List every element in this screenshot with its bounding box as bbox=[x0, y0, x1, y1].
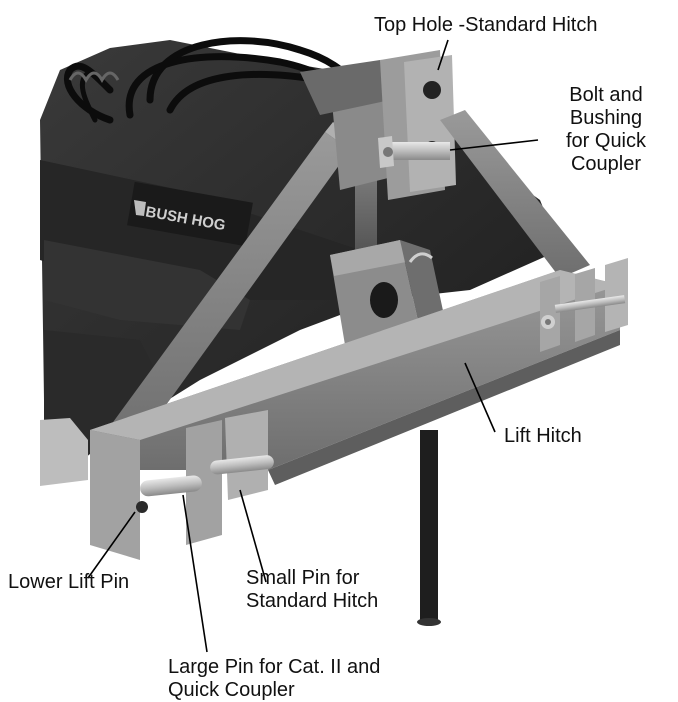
left-clevis bbox=[90, 410, 268, 560]
bolt-bushing-line-1: Bolt and bbox=[569, 84, 643, 106]
lower-lift-pins bbox=[140, 455, 274, 497]
small-pin-line-2: Standard Hitch bbox=[246, 590, 379, 612]
lift-hitch-bar bbox=[90, 270, 620, 485]
receiver-box bbox=[330, 240, 445, 345]
bolt-bushing-label: Bolt and Bushing for Quick Coupler bbox=[540, 84, 672, 176]
lower-lift-pin-label-text: Lower Lift Pin bbox=[8, 571, 130, 593]
lift-hitch-label: Lift Hitch bbox=[504, 425, 582, 448]
large-pin-line-1: Large Pin for Cat. II and bbox=[168, 656, 381, 678]
bolt-bushing bbox=[378, 136, 450, 168]
leader-lines bbox=[87, 39, 539, 653]
right-clevis bbox=[540, 258, 628, 352]
safety-clip bbox=[408, 252, 433, 263]
large-pin-line-2: Quick Coupler bbox=[168, 679, 295, 701]
lift-hitch-label-text: Lift Hitch bbox=[504, 425, 582, 447]
lower-lift-pin-label: Lower Lift Pin bbox=[8, 571, 129, 594]
hose-spring bbox=[68, 71, 120, 84]
top-hole-label-text: Top Hole -Standard Hitch bbox=[374, 14, 598, 36]
small-pin-line-1: Small Pin for bbox=[246, 567, 360, 589]
large-pin-label: Large Pin for Cat. II and Quick Coupler bbox=[168, 656, 380, 702]
stand-post bbox=[420, 430, 438, 620]
top-hole-label: Top Hole -Standard Hitch bbox=[374, 14, 597, 37]
small-pin-label: Small Pin for Standard Hitch bbox=[246, 567, 378, 613]
bolt-bushing-line-3: for Quick bbox=[565, 130, 647, 152]
a-frame-right-leg bbox=[440, 110, 590, 278]
bolt-bushing-line-2: Bushing bbox=[569, 107, 643, 129]
bolt-bushing-line-4: Coupler bbox=[570, 153, 642, 175]
